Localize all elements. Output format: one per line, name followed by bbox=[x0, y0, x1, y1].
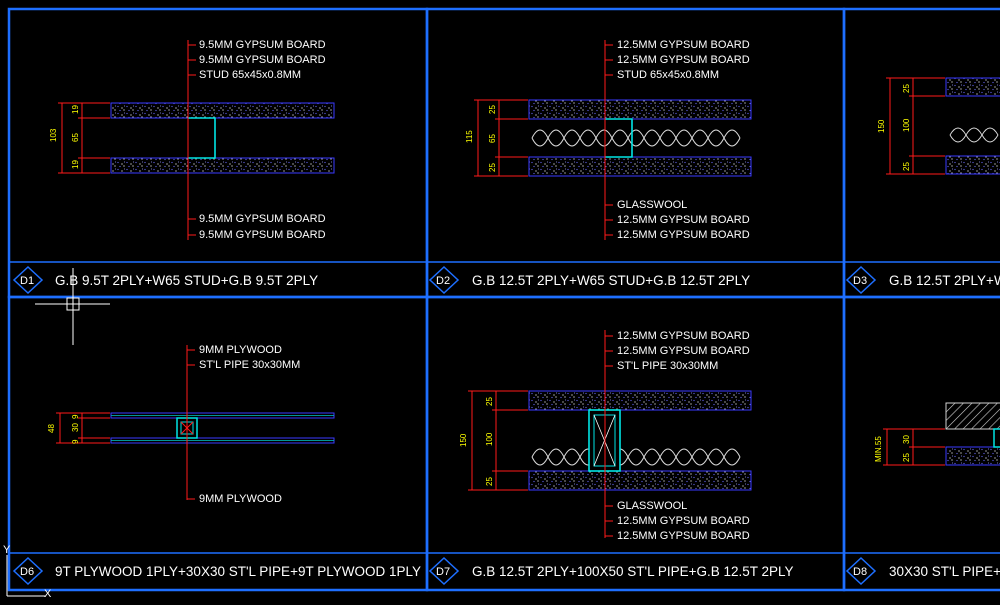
callout-d2-bottom-1: GLASSWOOL bbox=[617, 199, 687, 211]
detail-d3[interactable]: 150 25 100 25 bbox=[877, 77, 1000, 175]
panel-title-d7[interactable]: D7 G.B 12.5T 2PLY+100X50 ST'L PIPE+G.B 1… bbox=[428, 556, 794, 586]
panel-id-d3: D3 bbox=[853, 275, 867, 287]
dim-d6-c: 9 bbox=[71, 439, 80, 444]
ucs-axis-icon: Y X bbox=[3, 544, 52, 600]
dim-d3-b: 100 bbox=[902, 118, 911, 132]
dim-d2-b: 65 bbox=[488, 134, 497, 143]
dim-d1-overall: 103 bbox=[49, 128, 58, 142]
panel-title-text-d2: G.B 12.5T 2PLY+W65 STUD+G.B 12.5T 2PLY bbox=[472, 273, 750, 288]
dim-d2-overall: 115 bbox=[465, 130, 474, 143]
callout-d7-bottom-2: 12.5MM GYPSUM BOARD bbox=[617, 515, 750, 527]
dim-d1-c: 19 bbox=[71, 160, 80, 169]
panel-title-d6[interactable]: D6 9T PLYWOOD 1PLY+30X30 ST'L PIPE+9T PL… bbox=[12, 556, 421, 586]
callout-d1-bottom-1: 9.5MM GYPSUM BOARD bbox=[199, 213, 326, 225]
dim-d8-b: 25 bbox=[902, 453, 911, 462]
dim-d6-b: 30 bbox=[71, 423, 80, 432]
callout-d7-bottom-3: 12.5MM GYPSUM BOARD bbox=[617, 530, 750, 542]
detail-d2[interactable]: 12.5MM GYPSUM BOARD 12.5MM GYPSUM BOARD … bbox=[465, 39, 752, 241]
callout-d2-top-3: STUD 65x45x0.8MM bbox=[617, 69, 719, 81]
dim-d8-overall: MIN.55 bbox=[874, 436, 883, 462]
detail-d8[interactable]: MIN.55 30 25 bbox=[874, 402, 1000, 466]
callout-d1-top-2: 9.5MM GYPSUM BOARD bbox=[199, 54, 326, 66]
callout-d2-bottom-3: 12.5MM GYPSUM BOARD bbox=[617, 229, 750, 241]
dim-d7-a: 25 bbox=[485, 397, 494, 406]
callout-d6-bottom-1: 9MM PLYWOOD bbox=[199, 493, 282, 505]
dim-d3-a: 25 bbox=[902, 84, 911, 93]
panel-title-d1[interactable]: D1 G.B 9.5T 2PLY+W65 STUD+G.B 9.5T 2PLY bbox=[12, 265, 318, 295]
panel-title-text-d8: 30X30 ST'L PIPE+ bbox=[889, 564, 1000, 579]
callout-d6-top-2: ST'L PIPE 30x30MM bbox=[199, 359, 300, 371]
callout-d7-bottom-1: GLASSWOOL bbox=[617, 500, 687, 512]
panel-id-d7: D7 bbox=[436, 566, 450, 578]
callout-d2-bottom-2: 12.5MM GYPSUM BOARD bbox=[617, 214, 750, 226]
dim-d3-overall: 150 bbox=[877, 119, 886, 133]
panel-title-text-d1: G.B 9.5T 2PLY+W65 STUD+G.B 9.5T 2PLY bbox=[55, 273, 318, 288]
dim-d1-b: 65 bbox=[71, 133, 80, 142]
detail-d7[interactable]: 12.5MM GYPSUM BOARD 12.5MM GYPSUM BOARD … bbox=[459, 330, 752, 542]
dim-d6-a: 9 bbox=[71, 414, 80, 419]
callout-d1-bottom-2: 9.5MM GYPSUM BOARD bbox=[199, 229, 326, 241]
callout-d1-top-1: 9.5MM GYPSUM BOARD bbox=[199, 39, 326, 51]
panel-id-d8: D8 bbox=[853, 566, 867, 578]
panel-title-d3[interactable]: D3 G.B 12.5T 2PLY+W bbox=[845, 265, 1000, 295]
detail-d6[interactable]: 9MM PLYWOOD ST'L PIPE 30x30MM 9MM PLYWOO… bbox=[47, 344, 335, 505]
dim-d8-a: 30 bbox=[902, 435, 911, 444]
ucs-y-label: Y bbox=[3, 544, 11, 556]
dim-d1-a: 19 bbox=[71, 105, 80, 114]
dim-d7-overall: 150 bbox=[459, 433, 468, 447]
panel-title-text-d3: G.B 12.5T 2PLY+W bbox=[889, 273, 1000, 288]
panel-title-text-d7: G.B 12.5T 2PLY+100X50 ST'L PIPE+G.B 12.5… bbox=[472, 564, 794, 579]
callout-d7-top-1: 12.5MM GYPSUM BOARD bbox=[617, 330, 750, 342]
dim-d7-b: 100 bbox=[485, 432, 494, 446]
panel-title-d8[interactable]: D8 30X30 ST'L PIPE+ bbox=[845, 556, 1000, 586]
crosshair-cursor-icon bbox=[35, 268, 110, 345]
detail-d1[interactable]: 9.5MM GYPSUM BOARD 9.5MM GYPSUM BOARD ST… bbox=[49, 39, 335, 241]
dim-d7-c: 25 bbox=[485, 477, 494, 486]
panel-frames bbox=[7, 7, 1000, 592]
callout-d2-top-2: 12.5MM GYPSUM BOARD bbox=[617, 54, 750, 66]
panel-title-text-d6: 9T PLYWOOD 1PLY+30X30 ST'L PIPE+9T PLYWO… bbox=[55, 564, 421, 579]
dim-d6-overall: 48 bbox=[47, 424, 56, 433]
callout-d2-top-1: 12.5MM GYPSUM BOARD bbox=[617, 39, 750, 51]
panel-id-d2: D2 bbox=[436, 275, 450, 287]
callout-d7-top-3: ST'L PIPE 30x30MM bbox=[617, 360, 718, 372]
callout-d1-top-3: STUD 65x45x0.8MM bbox=[199, 69, 301, 81]
panel-title-d2[interactable]: D2 G.B 12.5T 2PLY+W65 STUD+G.B 12.5T 2PL… bbox=[428, 265, 750, 295]
panel-id-d1: D1 bbox=[20, 275, 34, 287]
dim-d3-c: 25 bbox=[902, 162, 911, 171]
panel-id-d6: D6 bbox=[20, 566, 34, 578]
callout-d6-top-1: 9MM PLYWOOD bbox=[199, 344, 282, 356]
ucs-x-label: X bbox=[44, 588, 52, 600]
dim-d2-c: 25 bbox=[488, 163, 497, 172]
dim-d2-a: 25 bbox=[488, 105, 497, 114]
callout-d7-top-2: 12.5MM GYPSUM BOARD bbox=[617, 345, 750, 357]
